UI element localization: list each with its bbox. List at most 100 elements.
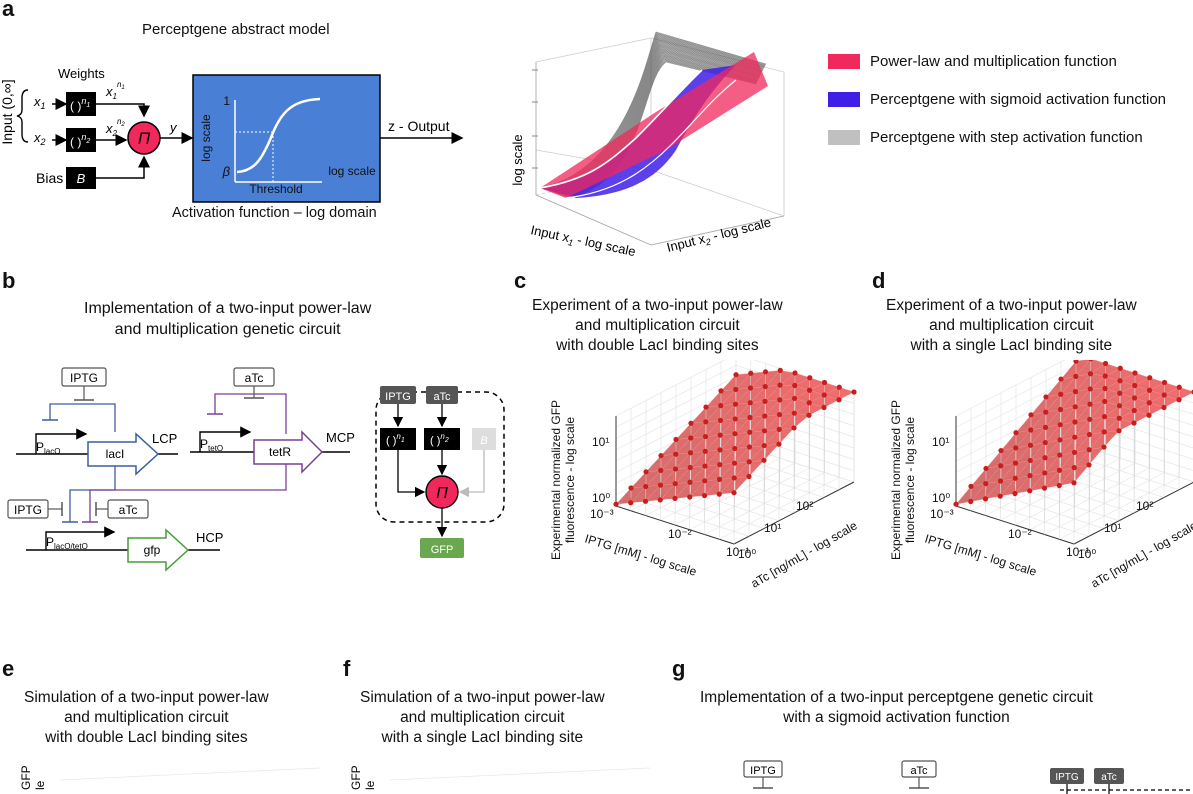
data-point [1042, 424, 1049, 430]
svg-text:aTc: aTc [119, 503, 138, 517]
data-point [673, 451, 679, 457]
data-point [733, 386, 739, 393]
data-point [997, 493, 1003, 499]
data-point [687, 464, 693, 471]
svg-text:aTc: aTc [910, 765, 928, 777]
abstract-gfp [420, 538, 464, 558]
data-point [1012, 490, 1018, 497]
data-point [761, 442, 767, 449]
data-point [643, 483, 649, 490]
y-tick-label: 10² [796, 499, 813, 513]
data-point [1161, 379, 1168, 386]
data-point [791, 410, 797, 416]
panel-label-d: d [872, 268, 886, 293]
input-label: Input (0,∞] [0, 79, 15, 144]
svg-text:gfp: gfp [144, 543, 161, 557]
data-point [732, 416, 738, 422]
data-point [1116, 403, 1123, 409]
data-point [688, 420, 694, 426]
data-point [688, 435, 694, 441]
abstract-weight-2 [424, 428, 460, 450]
weight-box-1 [66, 92, 96, 116]
x1-label: x1 [33, 94, 46, 111]
panel-g-title: Implementation of a two-input perceptgen… [700, 689, 1093, 726]
data-point [1027, 488, 1033, 494]
x-tick-label: 10⁻³ [590, 507, 614, 521]
svg-text:IPTG: IPTG [70, 371, 98, 385]
data-point [1041, 485, 1048, 491]
abstract-model-diagram: Input (0,∞] Weights x1 ( )n1 x2 ( )n2 x1… [0, 66, 464, 203]
data-point [1057, 452, 1063, 458]
svg-text:le: le [363, 780, 377, 790]
z-tick-label: 10¹ [592, 435, 609, 449]
data-point [1101, 444, 1107, 450]
data-point [702, 463, 708, 469]
data-point [1101, 414, 1108, 420]
data-point [746, 459, 752, 465]
data-point [953, 501, 959, 507]
data-point [628, 500, 634, 506]
y-tick-label: 10¹ [1104, 521, 1121, 535]
data-point [1027, 457, 1033, 464]
abstract-weight-1 [380, 428, 416, 450]
data-point [1102, 398, 1108, 405]
pi-symbol: Π [138, 129, 151, 148]
data-point [1056, 467, 1063, 473]
y-tick-label: 10² [1136, 499, 1153, 513]
data-point [982, 496, 989, 502]
data-point [717, 432, 723, 438]
data-point [791, 425, 797, 431]
data-point [777, 382, 783, 388]
data-point [983, 465, 989, 472]
data-point [731, 490, 737, 496]
data-point [1087, 416, 1093, 422]
data-point [1058, 391, 1064, 397]
data-point [1072, 434, 1078, 440]
svg-text:B: B [77, 171, 86, 186]
data-point [733, 372, 739, 378]
data-point [702, 433, 709, 440]
data-point [1131, 420, 1137, 426]
data-point [747, 429, 753, 435]
data-point [1027, 473, 1033, 479]
data-point [1086, 447, 1092, 453]
ptet-label: PtetO [200, 437, 223, 453]
data-point [776, 426, 782, 432]
data-point [1116, 428, 1122, 434]
data-point [1146, 387, 1153, 393]
data-point [1131, 407, 1137, 414]
z-axis-label: fluorescence - log scale [903, 417, 917, 543]
data-point [1117, 365, 1123, 371]
grid-line [615, 360, 726, 417]
legend-item-power-law: Power-law and multiplication function [828, 53, 1117, 70]
data-point [717, 447, 723, 453]
data-point [1042, 439, 1048, 446]
data-point [673, 436, 679, 443]
panel-label-g: g [672, 656, 686, 681]
data-point [776, 412, 783, 418]
data-point [807, 375, 813, 381]
data-point [748, 370, 754, 376]
data-point [717, 462, 723, 468]
tetr-gene [253, 430, 324, 474]
input-brace [16, 89, 29, 143]
data-point [1073, 373, 1079, 379]
legend-swatch-grey [828, 130, 860, 145]
legend-item-sigmoid: Perceptgene with sigmoid activation func… [828, 91, 1166, 108]
panel-e-zlabel-fragment: GFP [19, 765, 33, 790]
svg-text:Π: Π [436, 485, 448, 502]
z-tick-label: 10⁰ [592, 491, 610, 505]
z-tick-label: 10⁰ [932, 491, 950, 505]
activation-yaxis-label: log scale [199, 114, 213, 162]
panel-a-title: Perceptgene abstract model [142, 21, 330, 38]
data-point [968, 498, 974, 505]
data-point [776, 441, 782, 447]
lcp-label: LCP [152, 431, 177, 446]
panel-label-e: e [2, 656, 15, 681]
z-axis-label: Experimental normalized GFP [549, 400, 563, 560]
data-point [777, 367, 783, 373]
gfp-gene [127, 528, 190, 572]
svg-text:B: B [480, 435, 487, 447]
svg-text:aTc: aTc [245, 371, 264, 385]
data-point [761, 428, 768, 434]
